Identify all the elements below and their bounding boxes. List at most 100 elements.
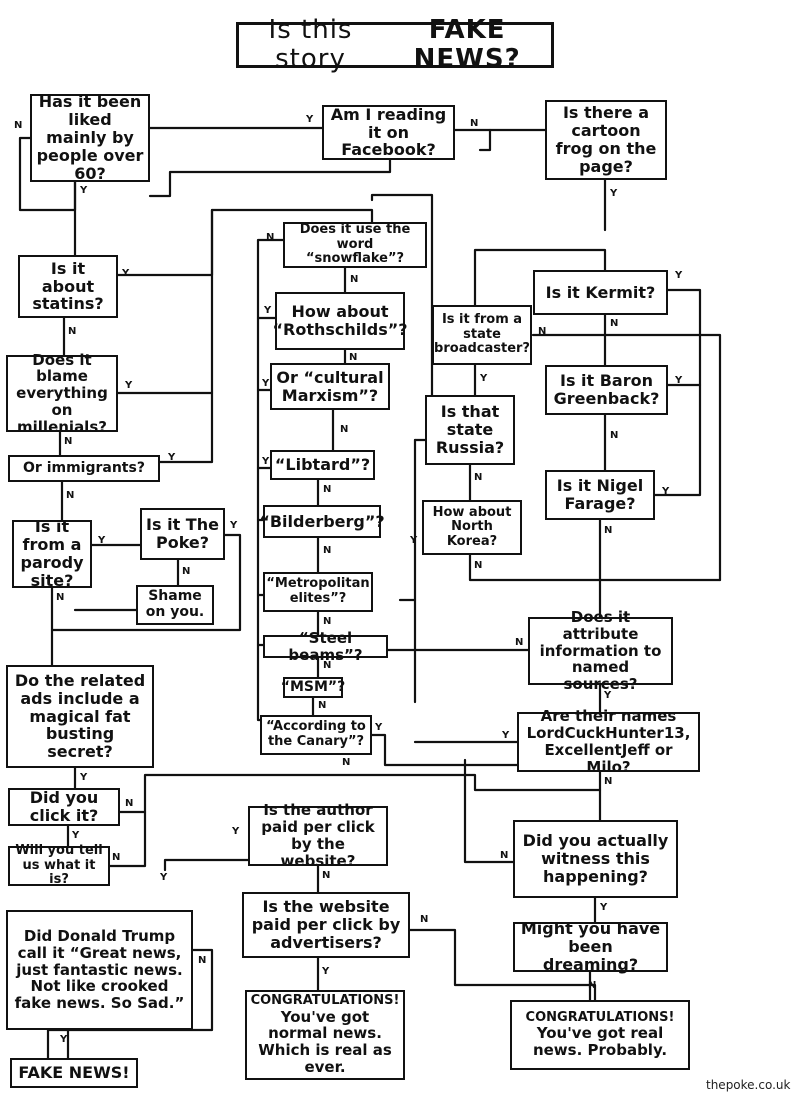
node-russia: Is that state Russia? [425, 395, 515, 465]
no-label: N [323, 660, 332, 671]
node-fake-news: FAKE NEWS! [10, 1058, 138, 1088]
no-label: N [538, 326, 547, 337]
yes-label: Y [604, 690, 612, 701]
yes-label: Y [262, 456, 270, 467]
yes-label: Y [375, 722, 383, 733]
yes-label: Y [322, 966, 330, 977]
no-label: N [610, 430, 619, 441]
real-news-heading: CONGRATULATIONS! [525, 1009, 675, 1025]
no-label: N [322, 870, 331, 881]
node-over60: Has it been liked mainly by people over … [30, 93, 150, 182]
no-label: N [342, 757, 351, 768]
node-msm: “MSM”? [281, 677, 345, 698]
yes-label: Y [610, 188, 618, 199]
no-label: N [112, 852, 121, 863]
yes-label: Y [80, 772, 88, 783]
no-label: N [266, 232, 275, 243]
site-credit: thepoke.co.uk [706, 1078, 791, 1092]
node-trump: Did Donald Trump call it “Great news, ju… [6, 910, 193, 1030]
no-label: N [604, 525, 613, 536]
no-label: N [604, 776, 613, 787]
node-tellus: Will you tell us what it is? [8, 843, 110, 887]
no-label: N [340, 424, 349, 435]
no-label: N [323, 484, 332, 495]
no-label: N [64, 436, 73, 447]
no-label: N [323, 545, 332, 556]
yes-label: Y [80, 185, 88, 196]
no-label: N [500, 850, 509, 861]
node-farage: Is it Nigel Farage? [545, 470, 655, 520]
node-shame: Shame on you. [136, 585, 214, 625]
yes-label: Y [125, 380, 133, 391]
node-northkorea: How about North Korea? [422, 500, 522, 555]
node-parody: Is it from a parody site? [12, 518, 92, 589]
node-broadcaster: Is it from a state broadcaster? [432, 305, 532, 365]
no-label: N [125, 798, 134, 809]
node-canary: “According to the Canary”? [260, 715, 372, 755]
no-label: N [318, 700, 327, 711]
node-metropolitan: “Metropolitan elites”? [263, 572, 373, 612]
yes-label: Y [502, 730, 510, 741]
yes-label: Y [410, 535, 418, 546]
no-label: N [588, 980, 597, 991]
no-label: N [350, 274, 359, 285]
no-label: N [474, 560, 483, 571]
node-libtard: “Libtard”? [270, 450, 375, 480]
yes-label: Y [232, 826, 240, 837]
yes-label: Y [480, 373, 488, 384]
node-clickit: Did you click it? [8, 788, 120, 826]
page-title: Is this story FAKE NEWS? [236, 15, 554, 74]
no-label: N [515, 637, 524, 648]
no-label: N [14, 120, 23, 131]
no-label: N [349, 352, 358, 363]
no-label: N [323, 616, 332, 627]
yes-label: Y [230, 520, 238, 531]
no-label: N [470, 118, 479, 129]
node-statins: Is it about statins? [18, 255, 118, 318]
node-real-news: CONGRATULATIONS! You've got real news. P… [510, 1000, 690, 1070]
yes-label: Y [662, 486, 670, 497]
node-names: Are their names LordCuckHunter13, Excell… [517, 708, 700, 775]
yes-label: Y [600, 902, 608, 913]
normal-news-heading: CONGRATULATIONS! [250, 993, 400, 1009]
node-frog: Is there a cartoon frog on the page? [545, 100, 667, 180]
no-label: N [66, 490, 75, 501]
node-ads: Do the related ads include a magical fat… [6, 665, 154, 768]
title-emphasis: FAKE NEWS? [413, 14, 521, 74]
yes-label: Y [60, 1034, 68, 1045]
node-snowflake: Does it use the word “snowflake”? [283, 222, 427, 268]
yes-label: Y [72, 830, 80, 841]
node-sitepaid: Is the website paid per click by adverti… [242, 892, 410, 958]
no-label: N [182, 566, 191, 577]
no-label: N [474, 472, 483, 483]
node-witness: Did you actually witness this happening? [513, 820, 678, 898]
node-millenials: Does it blame everything on millenials? [6, 351, 118, 435]
yes-label: Y [122, 268, 130, 279]
yes-label: Y [675, 270, 683, 281]
no-label: N [56, 592, 65, 603]
yes-label: Y [306, 114, 314, 125]
node-steel: “Steel beams”? [263, 629, 388, 663]
node-greenback: Is it Baron Greenback? [545, 365, 668, 415]
real-news-body: You've got real news. Probably. [532, 1024, 668, 1060]
node-normal-news: CONGRATULATIONS! You've got normal news.… [245, 990, 405, 1080]
node-cultural: Or “cultural Marxism”? [270, 363, 390, 410]
no-label: N [420, 914, 429, 925]
yes-label: Y [262, 378, 270, 389]
node-facebook: Am I reading it on Facebook? [322, 105, 455, 160]
node-authorpaid: Is the author paid per click by the webs… [248, 802, 388, 869]
yes-label: Y [160, 872, 168, 883]
yes-label: Y [168, 452, 176, 463]
yes-label: Y [98, 535, 106, 546]
node-thepoke: Is it The Poke? [140, 508, 225, 560]
node-attribute: Does it attribute information to named s… [528, 609, 673, 693]
no-label: N [198, 955, 207, 966]
node-bilderberg: “Bilderberg”? [259, 505, 385, 538]
node-rothschilds: How about “Rothschilds”? [273, 292, 408, 350]
no-label: N [68, 326, 77, 337]
node-kermit: Is it Kermit? [533, 270, 668, 315]
title-prefix: Is this story [268, 14, 353, 74]
yes-label: Y [264, 305, 272, 316]
no-label: N [610, 318, 619, 329]
